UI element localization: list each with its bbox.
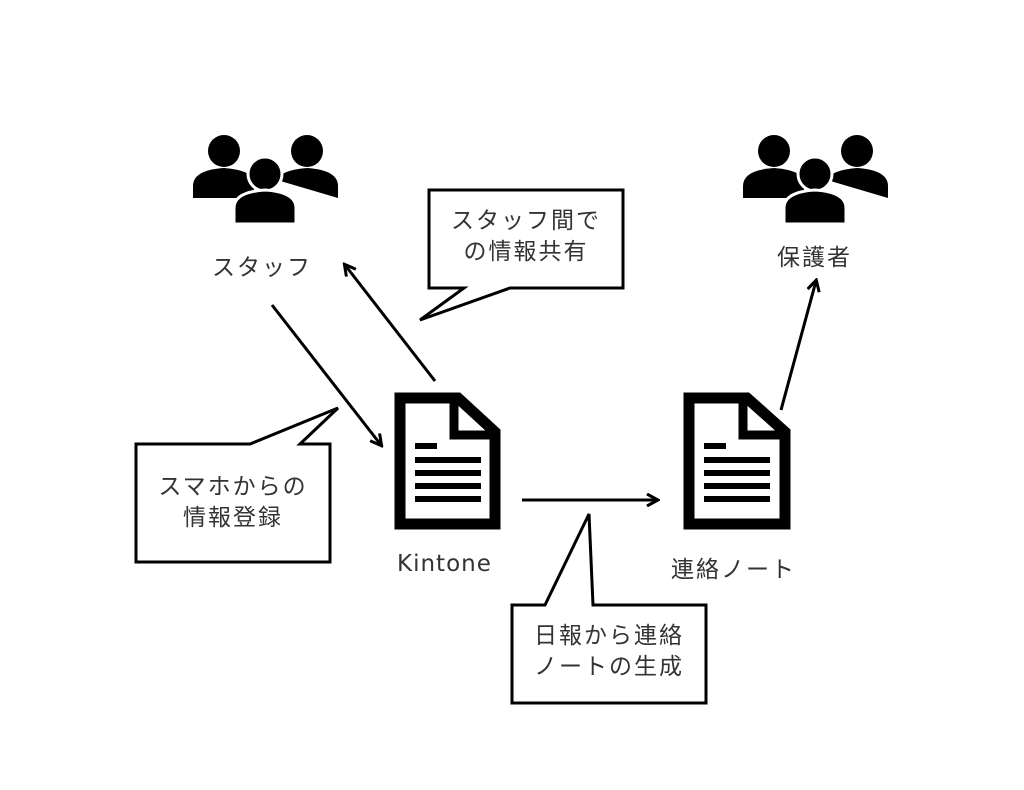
callout-smartphone-registration-line1: スマホからの <box>158 474 308 500</box>
callout-smartphone-registration-bubble <box>134 406 340 564</box>
guardians-people-icon <box>743 135 888 226</box>
arrow-kintone-to-staff <box>345 265 437 382</box>
callout-staff-sharing-line2: の情報共有 <box>463 239 589 265</box>
callout-staff-sharing-text: スタッフ間で の情報共有 <box>429 206 623 268</box>
contact-note-label: 連絡ノート <box>671 557 796 583</box>
callout-note-generation-text: 日報から連絡 ノートの生成 <box>512 621 706 683</box>
callout-note-generation-line2: ノートの生成 <box>534 654 684 680</box>
guardians-label: 保護者 <box>777 245 852 271</box>
callout-note-generation-bubble <box>510 513 708 705</box>
contact-note-document-icon <box>683 392 791 530</box>
kintone-label: Kintone <box>397 551 492 577</box>
staff-label: スタッフ <box>212 255 312 281</box>
callout-smartphone-registration-line2: 情報登録 <box>183 505 283 531</box>
callout-staff-sharing-bubble <box>419 188 625 322</box>
kintone-document-icon <box>394 392 501 530</box>
callout-smartphone-registration-text: スマホからの 情報登録 <box>136 472 330 534</box>
callout-note-generation-line1: 日報から連絡 <box>534 623 684 649</box>
arrow-contact-note-to-guardians <box>779 281 816 411</box>
staff-people-icon <box>193 135 338 226</box>
arrow-staff-to-kintone <box>270 304 381 445</box>
callout-staff-sharing-line1: スタッフ間で <box>451 208 601 234</box>
